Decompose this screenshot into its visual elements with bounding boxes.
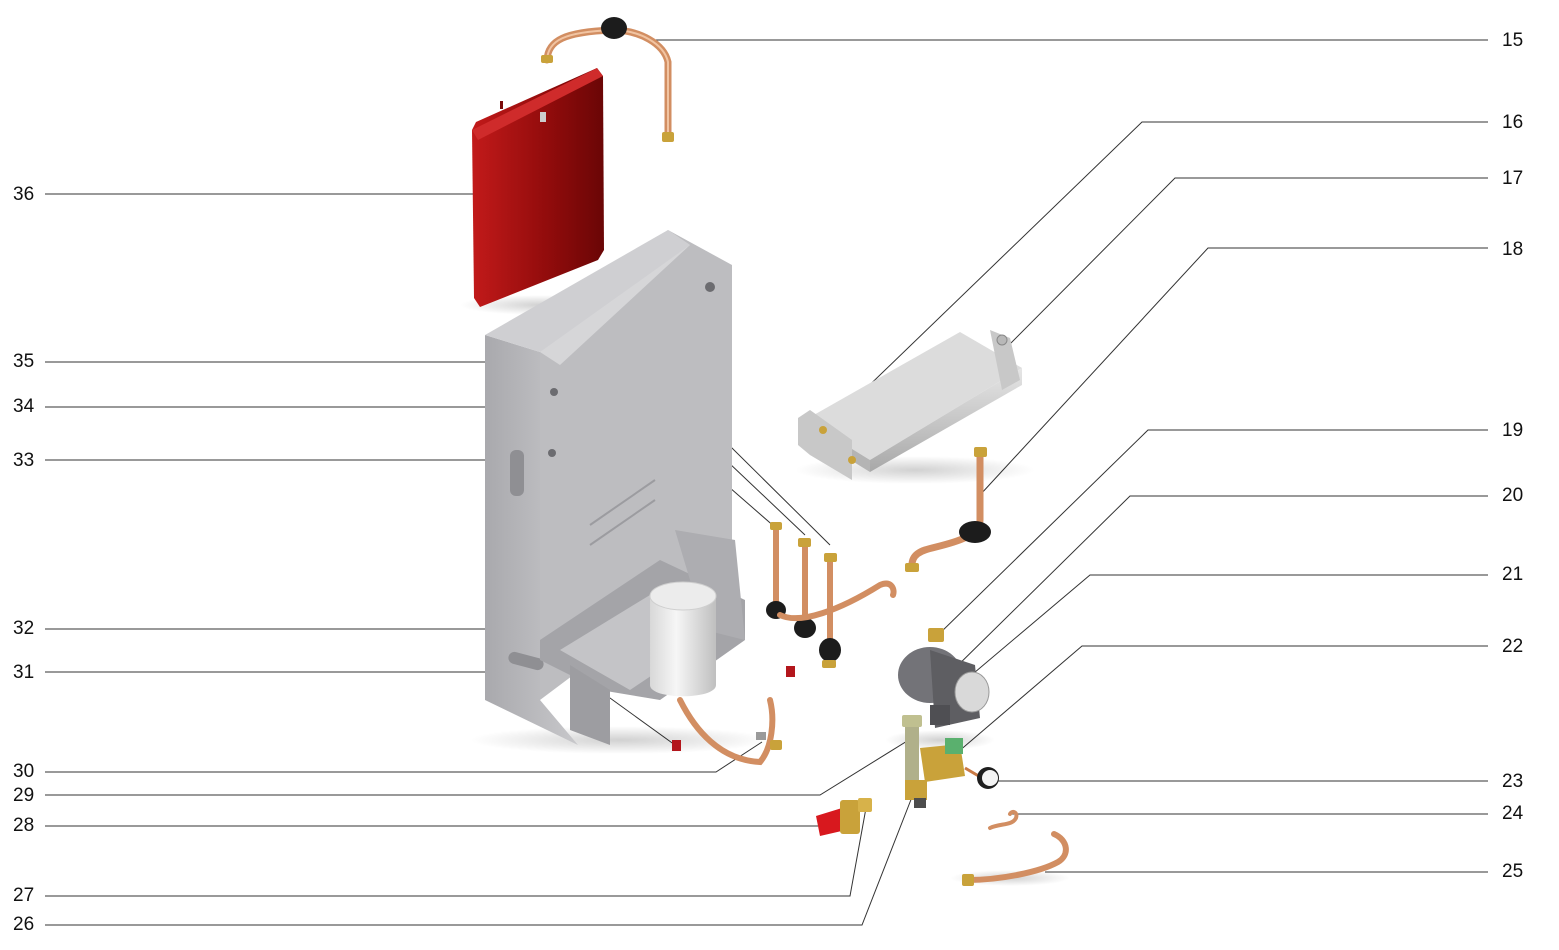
pump-icon <box>885 628 995 750</box>
leader-line-21 <box>941 574 1488 701</box>
valve-manifold-icon <box>902 715 983 808</box>
leader-line-26 <box>45 796 913 926</box>
callout-36: 36 <box>13 184 35 205</box>
callout-33: 33 <box>13 450 35 471</box>
leader-line-27 <box>45 807 867 897</box>
leader-line-20 <box>944 495 1488 679</box>
callout-30: 30 <box>13 761 35 782</box>
return-pipe-icon <box>950 831 1070 886</box>
callout-35: 35 <box>13 351 35 372</box>
sensor-clip-icon <box>672 740 681 751</box>
vertical-pipes-icon <box>766 522 897 668</box>
callout-32: 32 <box>13 618 35 639</box>
pressure-gauge-icon <box>977 767 999 789</box>
callout-25: 25 <box>1502 861 1524 882</box>
leader-line-29 <box>45 737 913 796</box>
callout-16: 16 <box>1502 112 1524 133</box>
relief-valve-icon <box>816 798 872 836</box>
callout-31: 31 <box>13 662 35 683</box>
bottom-pipe-icon <box>677 697 782 766</box>
callout-18: 18 <box>1502 239 1524 260</box>
leader-line-30 <box>45 741 763 773</box>
callout-24: 24 <box>1502 803 1524 824</box>
sensor-clip-icon <box>786 666 795 677</box>
flow-pipe-icon <box>905 447 991 572</box>
leader-lines-right <box>645 39 1488 873</box>
heat-exchanger-icon <box>795 330 1035 484</box>
callout-15: 15 <box>1502 30 1524 51</box>
callout-23: 23 <box>1502 771 1524 792</box>
leader-line-17 <box>1001 177 1488 353</box>
callout-26: 26 <box>13 914 35 935</box>
callout-21: 21 <box>1502 564 1524 585</box>
leader-line-22 <box>957 645 1488 753</box>
small-pipe-icon <box>988 809 1019 830</box>
callout-17: 17 <box>1502 168 1524 189</box>
callout-28: 28 <box>13 815 35 836</box>
callout-27: 27 <box>13 885 35 906</box>
callout-29: 29 <box>13 785 35 806</box>
leader-line-18 <box>979 247 1488 496</box>
callout-19: 19 <box>1502 420 1524 441</box>
leader-line-19 <box>936 429 1488 637</box>
callout-20: 20 <box>1502 485 1524 506</box>
callout-34: 34 <box>13 396 35 417</box>
top-pipe-assembly-icon <box>541 17 674 142</box>
leader-line-16 <box>822 121 1488 431</box>
callout-22: 22 <box>1502 636 1524 657</box>
cylinder-icon <box>649 581 717 697</box>
